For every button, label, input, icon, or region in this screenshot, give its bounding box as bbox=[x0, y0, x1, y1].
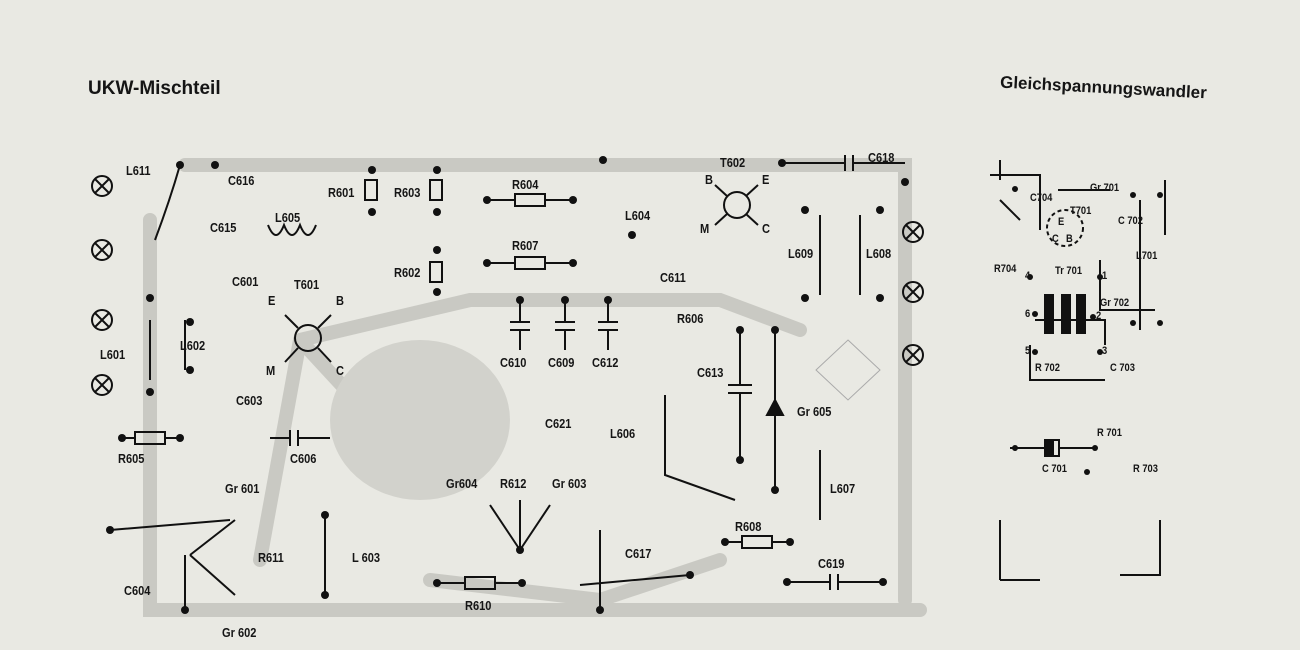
label-r608: R608 bbox=[735, 519, 762, 534]
label-c619: C619 bbox=[818, 556, 845, 571]
label-l701: L701 bbox=[1136, 250, 1158, 262]
label-l606: L606 bbox=[610, 426, 636, 441]
label-r702: R 702 bbox=[1035, 362, 1060, 374]
label-pin-4: 4 bbox=[1025, 270, 1031, 282]
telefunken-logo bbox=[815, 339, 881, 401]
pcb-traces bbox=[143, 158, 927, 617]
label-c610: C610 bbox=[500, 355, 527, 370]
label-r703: R 703 bbox=[1133, 463, 1158, 475]
label-c613: C613 bbox=[697, 365, 724, 380]
label-pin-3: 3 bbox=[1102, 345, 1108, 357]
label-t602: T602 bbox=[720, 155, 746, 170]
label-c617: C617 bbox=[625, 546, 652, 561]
label-c604: C604 bbox=[124, 583, 151, 598]
label-t601: T601 bbox=[294, 277, 320, 292]
label-c704: C704 bbox=[1030, 192, 1053, 204]
label-c601: C601 bbox=[232, 274, 259, 289]
label-gr601: Gr 601 bbox=[225, 481, 260, 496]
label-r605: R605 bbox=[118, 451, 145, 466]
label-r611: R611 bbox=[258, 550, 284, 565]
label-t601-e: E bbox=[268, 293, 276, 308]
label-t701-e: E bbox=[1058, 216, 1065, 228]
label-l605: L605 bbox=[275, 210, 301, 225]
label-t602-e: E bbox=[762, 172, 770, 187]
label-gr603: Gr 603 bbox=[552, 476, 587, 491]
label-gr605: Gr 605 bbox=[797, 404, 832, 419]
label-l608: L608 bbox=[866, 246, 892, 261]
label-pin-5: 5 bbox=[1025, 345, 1031, 357]
label-r701: R 701 bbox=[1097, 427, 1122, 439]
label-t601-c: C bbox=[336, 363, 344, 378]
label-r602: R602 bbox=[394, 265, 421, 280]
label-c612: C612 bbox=[592, 355, 619, 370]
label-r704: R704 bbox=[994, 263, 1017, 275]
label-l602: L602 bbox=[180, 338, 206, 353]
label-c621: C621 bbox=[545, 416, 572, 431]
label-l611: L611 bbox=[126, 163, 151, 178]
label-l601: L601 bbox=[100, 347, 126, 362]
label-pin-6: 6 bbox=[1025, 308, 1031, 320]
component-symbols bbox=[109, 155, 1166, 610]
label-c616: C616 bbox=[228, 173, 255, 188]
label-r603: R603 bbox=[394, 185, 421, 200]
label-c603: C603 bbox=[236, 393, 263, 408]
label-pin-1: 1 bbox=[1102, 270, 1108, 282]
label-c618: C618 bbox=[868, 150, 895, 165]
label-gr701: Gr 701 bbox=[1090, 182, 1120, 194]
label-tr701: Tr 701 bbox=[1055, 265, 1083, 277]
left-title: UKW-Mischteil bbox=[88, 78, 221, 99]
label-t701-c: C bbox=[1052, 233, 1059, 245]
label-c611: C611 bbox=[660, 270, 686, 285]
label-c615: C615 bbox=[210, 220, 237, 235]
label-c703: C 703 bbox=[1110, 362, 1135, 374]
solder-pads bbox=[106, 156, 1163, 614]
label-c609: C609 bbox=[548, 355, 575, 370]
label-c702: C 702 bbox=[1118, 215, 1143, 227]
label-t701-b: B bbox=[1066, 233, 1073, 245]
label-r607: R607 bbox=[512, 238, 539, 253]
label-c701: C 701 bbox=[1042, 463, 1067, 475]
label-t601-m: M bbox=[266, 363, 276, 378]
connector-terminals bbox=[91, 175, 924, 396]
label-r610: R610 bbox=[465, 598, 492, 613]
label-r606: R606 bbox=[677, 311, 704, 326]
label-l604: L604 bbox=[625, 208, 651, 223]
label-r612: R612 bbox=[500, 476, 527, 491]
label-t701: T701 bbox=[1070, 205, 1092, 217]
label-gr602: Gr 602 bbox=[222, 625, 257, 640]
label-l607: L607 bbox=[830, 481, 856, 496]
label-l603: L 603 bbox=[352, 550, 381, 565]
ground-plane bbox=[330, 340, 510, 500]
label-r601: R601 bbox=[328, 185, 355, 200]
label-gr604: Gr604 bbox=[446, 476, 478, 491]
label-l609: L609 bbox=[788, 246, 814, 261]
label-t602-c: C bbox=[762, 221, 770, 236]
label-t602-m: M bbox=[700, 221, 710, 236]
label-c606: C606 bbox=[290, 451, 317, 466]
label-gr702: Gr 702 bbox=[1100, 297, 1130, 309]
label-r604: R604 bbox=[512, 177, 539, 192]
label-t601-b: B bbox=[336, 293, 344, 308]
label-t602-b: B bbox=[705, 172, 713, 187]
label-pin-2: 2 bbox=[1096, 310, 1102, 322]
